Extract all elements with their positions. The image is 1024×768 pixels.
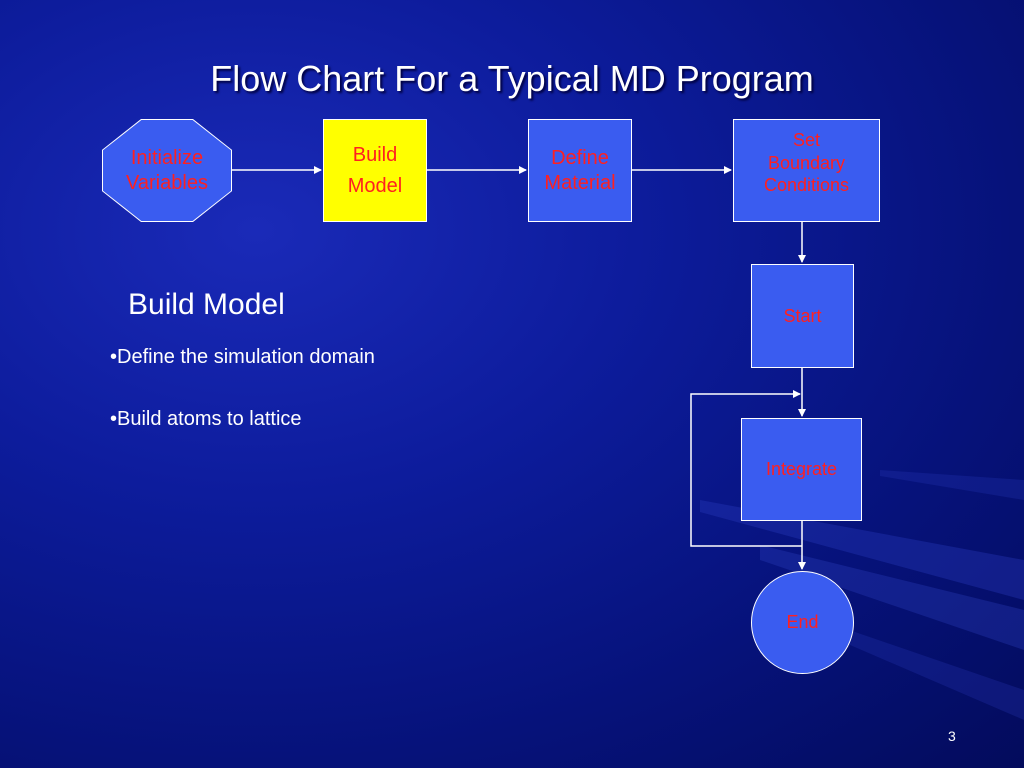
node-build-model: Build Model [323,119,427,222]
bullet-item: •Define the simulation domain [110,346,375,368]
bullet-item: •Build atoms to lattice [110,408,302,430]
node-label: End [786,612,819,633]
bullet-list: •Define the simulation domain •Build ato… [110,346,375,470]
section-heading: Build Model [128,288,285,321]
arrow-loop-back [690,390,802,547]
node-integrate: Integrate [741,418,862,521]
node-label-line: Variables [126,171,208,194]
node-label: Integrate [765,459,838,480]
node-end: End [751,571,854,674]
page-number: 3 [948,728,956,744]
node-label-line: Material [544,171,616,194]
node-label-line: Model [347,174,403,197]
node-start: Start [751,264,854,368]
node-label-line: Define [551,146,609,169]
node-label-line: Boundary [767,152,846,173]
node-label-line: Initialize [130,146,204,169]
node-set-boundary-conditions: Set Boundary Conditions [733,119,880,222]
node-label: Start [783,305,822,326]
node-label-line: Build [352,143,398,166]
node-label-line: Set [792,130,821,150]
node-initialize-variables: Initialize Variables [102,119,232,222]
node-define-material: Define Material [528,119,632,222]
node-label-line: Conditions [763,175,850,195]
slide-title: Flow Chart For a Typical MD Program [210,58,814,99]
